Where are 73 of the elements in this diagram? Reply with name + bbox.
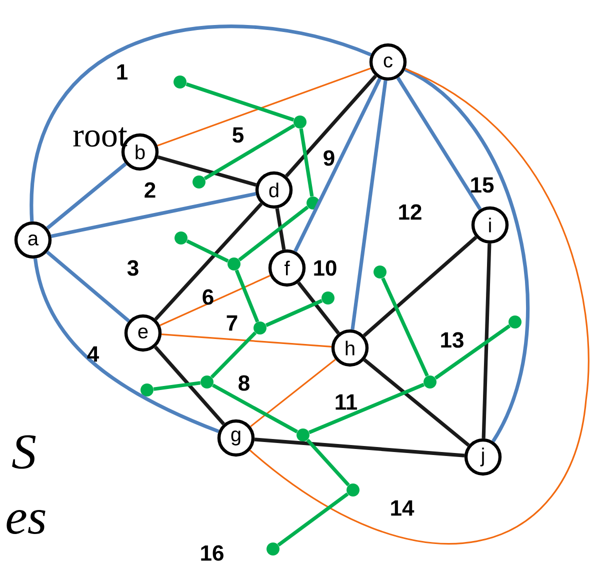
graph-edge: [212, 384, 298, 434]
slide-text: S: [12, 435, 36, 469]
graph-edge: [254, 438, 465, 458]
graph-edge: [308, 382, 425, 434]
graph-edge: [362, 236, 478, 338]
slide-text: es: [6, 510, 46, 534]
graph-edge: [186, 239, 229, 263]
tree-dot: [200, 376, 214, 388]
face-number: 16: [201, 545, 224, 561]
graph-edge: [294, 78, 382, 252]
tree-dot: [174, 232, 188, 244]
tree-dot: [294, 116, 306, 128]
tree-dot: [254, 322, 266, 334]
graph-edge: [396, 76, 482, 210]
graph-edge: [160, 274, 270, 326]
graph-edge: [350, 80, 388, 330]
face-number: 7: [226, 315, 238, 331]
face-number: 6: [202, 289, 214, 305]
face-number: 1: [117, 64, 128, 80]
face-number: 14: [391, 500, 414, 516]
face-number: 12: [399, 204, 422, 220]
face-number: 10: [314, 260, 336, 276]
face-number: 13: [441, 332, 464, 348]
graph-edge: [275, 208, 286, 250]
graph-edge: [50, 192, 256, 238]
graph-edge: [186, 82, 294, 122]
graph-edge: [482, 244, 492, 438]
graph-edge: [404, 68, 530, 442]
graph-edge: [153, 381, 201, 391]
tree-dot: [228, 258, 240, 270]
graph-edge: [30, 24, 372, 222]
graph-edge: [306, 438, 350, 486]
graph-edge: [210, 332, 257, 378]
graph-edge: [299, 128, 314, 197]
face-number: 2: [144, 182, 156, 198]
face-number: 5: [232, 127, 244, 143]
tree-dot: [508, 316, 522, 328]
graph-edge: [33, 258, 220, 434]
graph-edge: [277, 492, 349, 546]
graph-edge: [204, 124, 296, 180]
graph-edge: [250, 358, 336, 428]
tree-dot: [424, 376, 436, 388]
graph-edge: [154, 346, 226, 426]
graph-edge: [46, 162, 127, 230]
face-number: 15: [471, 177, 494, 193]
tree-dot: [322, 292, 334, 304]
tree-dot: [306, 196, 320, 210]
tree-dot: [296, 428, 310, 442]
graph-edge: [381, 277, 429, 377]
graph-edge: [265, 299, 323, 327]
graph-edge: [157, 155, 257, 187]
graph-edge: [249, 68, 590, 544]
graph-edge: [157, 68, 371, 146]
face-number: 4: [87, 346, 99, 362]
tree-dot: [346, 484, 360, 496]
graph-edge: [162, 334, 332, 348]
graph-edge: [434, 324, 511, 380]
face-number: 9: [324, 150, 334, 166]
graph-edge: [363, 358, 470, 447]
tree-dot: [266, 542, 280, 556]
tree-dot: [140, 384, 154, 396]
graph-edge: [238, 206, 309, 262]
graph-edge: [297, 282, 340, 334]
face-number: 8: [238, 375, 250, 391]
graph-edge: [46, 250, 130, 322]
tree-dot: [192, 176, 206, 188]
graph-edge: [154, 202, 263, 320]
graph-edge: [234, 270, 260, 322]
face-number: 11: [336, 394, 358, 410]
graph-edge: [285, 74, 377, 178]
tree-dot: [374, 266, 386, 278]
tree-dot: [174, 76, 186, 88]
face-number: 3: [127, 260, 138, 276]
